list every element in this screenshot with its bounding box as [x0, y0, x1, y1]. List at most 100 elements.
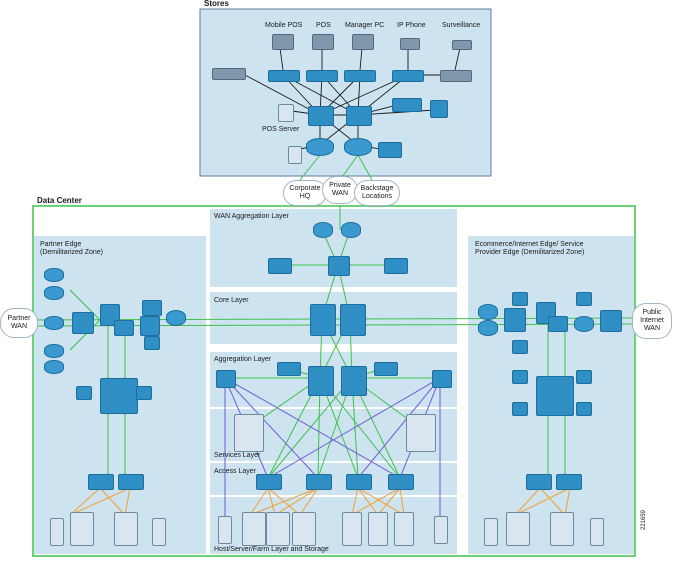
- cloud-corporate-hq: Corporate HQ: [283, 180, 327, 206]
- partner-module-icon: [144, 336, 160, 350]
- label-pos: POS: [316, 22, 331, 29]
- partner-router-icon: [44, 316, 64, 330]
- ecommerce-edge-label: Ecommerce/Internet Edge/ Service Provide…: [475, 241, 585, 256]
- wan-router-icon: [341, 222, 361, 238]
- store-wireless-ap-icon: [212, 68, 246, 80]
- ecom-server-icon: [590, 518, 604, 546]
- ecom-server-icon: [484, 518, 498, 546]
- partner-firewall-icon: [142, 300, 162, 316]
- ecom-services-icon: [536, 376, 574, 416]
- ecom-access-icon: [526, 474, 552, 490]
- store-appliance-icon: [440, 70, 472, 82]
- services-chassis-icon: [406, 414, 436, 452]
- store-manager-pc-icon: [352, 34, 374, 50]
- partner-access-icon: [118, 474, 144, 490]
- store-access-switch-icon: [306, 70, 338, 82]
- partner-blade-icon: [114, 512, 138, 546]
- core-switch-icon: [310, 304, 336, 336]
- store-core-switch-icon: [308, 106, 334, 126]
- ecom-blade-icon: [506, 512, 530, 546]
- partner-appliance-icon: [114, 320, 134, 336]
- partner-server-icon: [152, 518, 166, 546]
- ecom-switch-icon: [504, 308, 526, 332]
- store-server-icon: [278, 104, 294, 122]
- layer-aggregation: Aggregation Layer: [214, 356, 272, 363]
- ecom-appliance-icon: [548, 316, 568, 332]
- agg-appliance-icon: [277, 362, 301, 376]
- layer-services: Services Layer: [214, 452, 261, 459]
- partner-router-icon: [44, 286, 64, 300]
- ecom-blade-icon: [550, 512, 574, 546]
- access-switch-icon: [256, 474, 282, 490]
- ecom-router-icon: [478, 320, 498, 336]
- wan-switch-icon: [328, 256, 350, 276]
- partner-router-icon: [44, 268, 64, 282]
- partner-server-icon: [50, 518, 64, 546]
- partner-module-icon: [76, 386, 92, 400]
- host-server-icon: [218, 516, 232, 544]
- layer-host: Host/Server/Farm Layer and Storage: [214, 546, 329, 553]
- label-manager-pc: Manager PC: [345, 22, 385, 29]
- cloud-private-wan: Private WAN: [322, 176, 358, 204]
- layer-access: Access Layer: [214, 468, 257, 475]
- orange-links: [69, 487, 571, 516]
- access-switch-icon: [346, 474, 372, 490]
- partner-switch-icon: [72, 312, 94, 334]
- agg-module-icon: [432, 370, 452, 388]
- ecom-access-icon: [556, 474, 582, 490]
- label-mobile-pos: Mobile POS: [265, 22, 303, 29]
- wan-appliance-icon: [268, 258, 292, 274]
- host-blade-icon: [266, 512, 290, 546]
- ecom-module-icon: [576, 292, 592, 306]
- store-access-switch-icon: [268, 70, 300, 82]
- store-voice-gw-icon: [392, 98, 422, 112]
- label-pos-server: POS Server: [262, 126, 300, 133]
- layer-wan-agg: WAN Aggregation Layer: [214, 213, 289, 220]
- partner-services-icon: [100, 378, 138, 414]
- data-center-border: [32, 205, 636, 557]
- store-core-switch-icon: [346, 106, 372, 126]
- figure-id: 221659: [641, 509, 647, 530]
- stores-title: Stores: [204, 0, 229, 8]
- store-firewall-icon: [288, 146, 302, 164]
- store-access-switch-icon: [344, 70, 376, 82]
- label-ip-phone: IP Phone: [397, 22, 426, 29]
- store-mobile-pos-icon: [272, 34, 294, 50]
- wan-appliance-icon: [384, 258, 408, 274]
- store-wlc-icon: [378, 142, 402, 158]
- host-storage-icon: [368, 512, 388, 546]
- ecom-module-icon: [512, 340, 528, 354]
- wan-router-icon: [313, 222, 333, 238]
- partner-blade-icon: [70, 512, 94, 546]
- host-blade-icon: [242, 512, 266, 546]
- cloud-backstage: Backstage Locations: [354, 180, 400, 206]
- host-server-icon: [434, 516, 448, 544]
- store-router-icon: [344, 138, 372, 156]
- host-storage-icon: [342, 512, 362, 546]
- ecom-module-icon: [512, 292, 528, 306]
- partner-access-icon: [88, 474, 114, 490]
- ecom-switch-icon: [600, 310, 622, 332]
- store-display-icon: [430, 100, 448, 118]
- host-blade-icon: [292, 512, 316, 546]
- agg-switch-icon: [341, 366, 367, 396]
- partner-module-icon: [136, 386, 152, 400]
- store-access-switch-icon: [392, 70, 424, 82]
- partner-router-icon: [44, 360, 64, 374]
- services-chassis-icon: [234, 414, 264, 452]
- cloud-public-wan: Public Internet WAN: [632, 303, 672, 339]
- data-center-title: Data Center: [37, 196, 82, 205]
- ecom-module-icon: [512, 402, 528, 416]
- host-storage-icon: [394, 512, 414, 546]
- access-switch-icon: [306, 474, 332, 490]
- label-surveillance: Surveillance: [442, 22, 481, 29]
- layer-core: Core Layer: [214, 297, 249, 304]
- store-pos-icon: [312, 34, 334, 50]
- agg-switch-icon: [308, 366, 334, 396]
- ecom-module-icon: [576, 370, 592, 384]
- cloud-partner-wan: Partner WAN: [0, 308, 38, 338]
- ecom-module-icon: [512, 370, 528, 384]
- partner-router-icon: [166, 310, 186, 326]
- store-camera-icon: [452, 40, 472, 50]
